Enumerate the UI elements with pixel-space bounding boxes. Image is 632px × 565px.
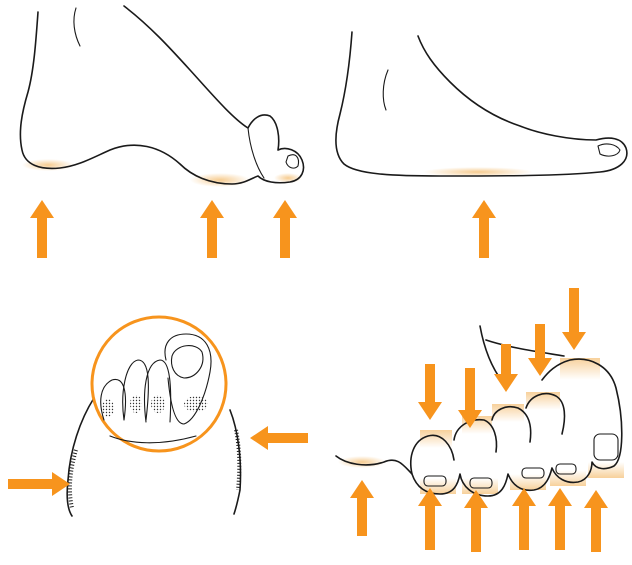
pressure-arrow-down <box>418 364 442 420</box>
pressure-arrow-up <box>200 200 224 258</box>
pressure-arrow-up <box>464 490 488 552</box>
pressure-arrow-up <box>548 488 572 550</box>
heel-pressure-area <box>22 159 74 171</box>
pressure-arrow-up <box>584 490 608 552</box>
pressure-arrow-up <box>350 480 374 536</box>
pressure-arrow-down <box>494 344 518 392</box>
pressure-arrow-down <box>562 288 586 350</box>
high-arch-foot-outline <box>20 6 303 184</box>
high-arch-foot-panel <box>20 6 303 187</box>
pressure-arrow-left <box>250 426 308 450</box>
pressure-arrow-up <box>418 488 442 550</box>
pressure-arrow-up <box>512 488 536 550</box>
pressure-arrow-right <box>8 472 70 496</box>
toe-squeeze-front-panel <box>67 317 240 516</box>
pressure-arrow-up <box>30 200 54 258</box>
pressure-arrow-up <box>472 200 496 258</box>
flat-foot-outline <box>336 32 627 176</box>
forefoot-pressure-area <box>190 173 250 187</box>
zoom-circle <box>92 317 226 451</box>
flat-foot-panel <box>336 32 627 177</box>
pressure-arrow-up <box>273 200 297 258</box>
